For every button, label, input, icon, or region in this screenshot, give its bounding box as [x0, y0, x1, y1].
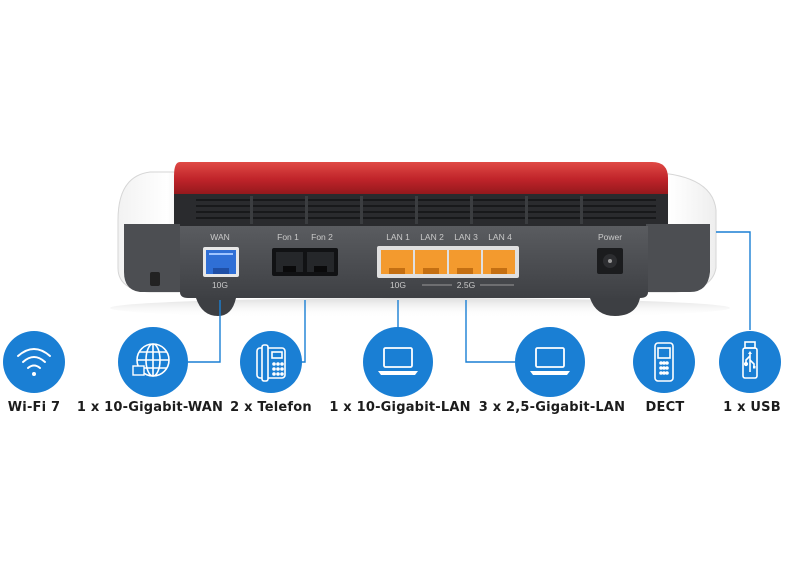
- wifi-circle: [3, 331, 65, 393]
- feature-label-usb: 1 x USB: [723, 400, 781, 415]
- lan-port-3: [449, 250, 481, 274]
- lan1-port-label: LAN 1: [386, 232, 410, 242]
- vent-dividers: [250, 196, 583, 224]
- power-port: [597, 248, 623, 274]
- wan-port: [203, 247, 239, 277]
- feature-label-wifi: Wi-Fi 7: [7, 400, 61, 415]
- router-shadow: [110, 298, 730, 318]
- power-port-label: Power: [598, 232, 622, 242]
- lan-port-4: [483, 250, 515, 274]
- router-latch: [150, 272, 160, 286]
- lan3-port-label: LAN 3: [454, 232, 478, 242]
- laptop-icon: [378, 347, 418, 375]
- feature-label-telefon: 2 x Telefon: [230, 400, 312, 415]
- router-foot-right: [590, 298, 640, 316]
- fon2-port-label: Fon 2: [311, 232, 333, 242]
- laptop-circle-1: [363, 327, 433, 397]
- dect-phone-icon: [654, 342, 674, 382]
- lan-port-1: [381, 250, 413, 274]
- wan-speed-label: 10G: [212, 280, 228, 290]
- laptop-circle-2: [515, 327, 585, 397]
- router-left-panel: [124, 224, 180, 292]
- router-foot-left: [196, 298, 236, 316]
- fon1-port-label: Fon 1: [277, 232, 299, 242]
- connector-lan-25g: [465, 300, 515, 363]
- usb-icon: [742, 341, 758, 379]
- router-vent-band: [174, 194, 668, 226]
- feature-label-dect: DECT: [645, 400, 685, 415]
- telephone-circle: [240, 331, 302, 393]
- connector-usb: [716, 231, 751, 330]
- vent-slots: [196, 199, 656, 219]
- lan2-port-label: LAN 2: [420, 232, 444, 242]
- router-red-top: [174, 162, 668, 196]
- lan-ports: [377, 246, 519, 278]
- lan-10g-label: 10G: [390, 280, 406, 290]
- wan-port-label: WAN: [210, 232, 230, 242]
- router-right-panel: [646, 224, 710, 292]
- wifi-icon: [17, 348, 51, 376]
- feature-label-lan-10g: 1 x 10-Gigabit-LAN: [329, 400, 471, 415]
- fon-ports: [272, 248, 338, 276]
- telephone-icon: [256, 344, 286, 382]
- feature-label-lan-25g: 3 x 2,5-Gigabit-LAN: [478, 400, 626, 415]
- lan4-port-label: LAN 4: [488, 232, 512, 242]
- globe-icon: [132, 343, 170, 377]
- lan-port-2: [415, 250, 447, 274]
- lan-25g-label: 2.5G: [457, 280, 475, 290]
- laptop-icon: [530, 347, 570, 375]
- feature-label-wan: 1 x 10-Gigabit-WAN: [76, 400, 224, 415]
- connector-wan: [188, 300, 221, 363]
